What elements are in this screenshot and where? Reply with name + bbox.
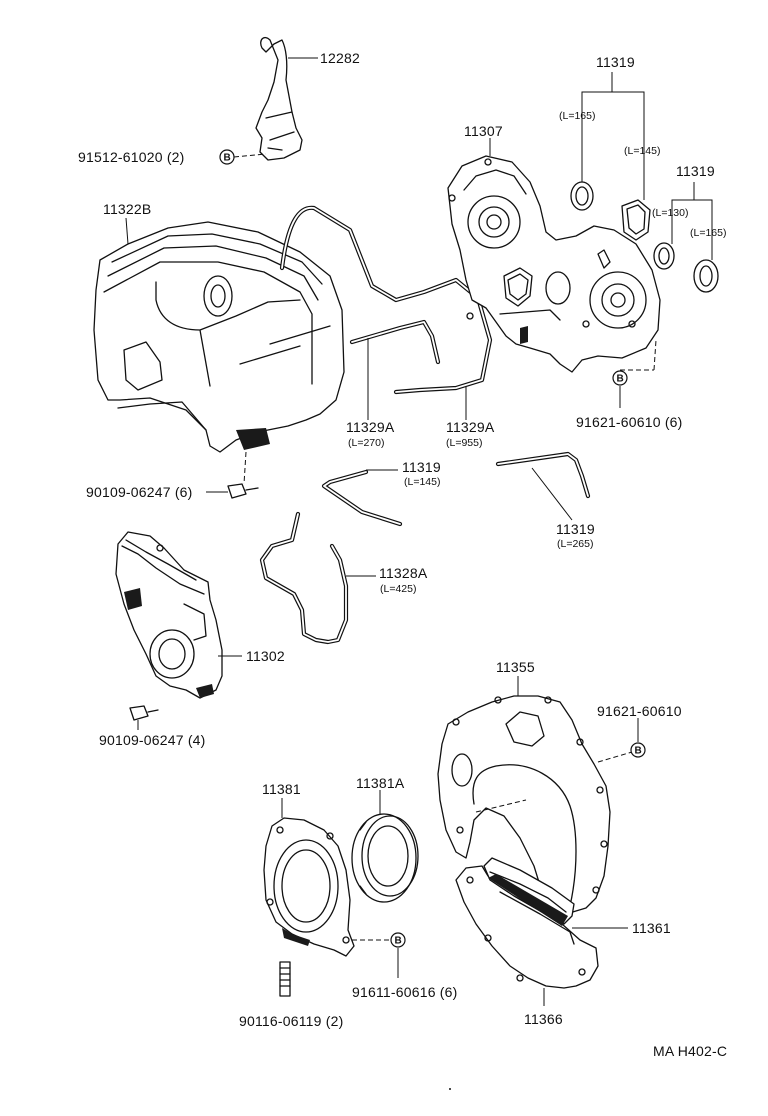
bolt-marker-b-2: B bbox=[612, 370, 628, 386]
bolt-90109-06247-bottom[interactable] bbox=[129, 705, 159, 721]
stud-90116-06119[interactable] bbox=[279, 961, 291, 997]
label-11328a: 11328A bbox=[379, 565, 428, 581]
length-11329a-1: (L=270) bbox=[348, 437, 384, 449]
seal-11319-l265[interactable] bbox=[495, 451, 591, 499]
seal-11329a-l270[interactable] bbox=[349, 319, 441, 365]
label-11319-low: 11319 bbox=[556, 521, 595, 537]
end-plate-11355[interactable] bbox=[437, 695, 611, 915]
gasket-11319-l130[interactable] bbox=[653, 242, 675, 270]
label-90116-06119-2: 90116-06119 (2) bbox=[239, 1013, 343, 1029]
label-11355: 11355 bbox=[496, 659, 535, 675]
oil-seal-11381a[interactable] bbox=[351, 813, 419, 903]
length-11329a-2: (L=955) bbox=[446, 437, 482, 449]
label-11319-top: 11319 bbox=[596, 54, 635, 70]
label-11366: 11366 bbox=[524, 1011, 563, 1027]
length-11328a: (L=425) bbox=[380, 583, 416, 595]
label-91621-60610: 91621-60610 bbox=[597, 703, 682, 719]
timing-belt-cover-11322b[interactable] bbox=[93, 221, 345, 453]
gasket-11319-l165-top[interactable] bbox=[570, 181, 594, 211]
label-11319-mid: 11319 bbox=[402, 459, 441, 475]
label-11329a-2: 11329A bbox=[446, 419, 495, 435]
bracket-11361[interactable] bbox=[483, 857, 575, 945]
diagram-code: MA H402-C bbox=[653, 1043, 727, 1059]
seal-11319-l145-mid[interactable] bbox=[321, 469, 403, 527]
label-12282: 12282 bbox=[320, 50, 360, 66]
length-11319-mid: (L=145) bbox=[404, 476, 440, 488]
length-11319-low: (L=265) bbox=[557, 538, 593, 550]
lower-cover-11302[interactable] bbox=[115, 531, 223, 699]
svg-text:B: B bbox=[635, 746, 642, 757]
label-11361: 11361 bbox=[632, 920, 671, 936]
length-11319-l145: (L=145) bbox=[624, 145, 660, 157]
label-11381a: 11381A bbox=[356, 775, 405, 791]
label-90109-06247-6: 90109-06247 (6) bbox=[86, 484, 193, 500]
bracket-12282[interactable] bbox=[255, 36, 303, 161]
label-11302: 11302 bbox=[246, 648, 285, 664]
label-90109-06247-4: 90109-06247 (4) bbox=[99, 732, 206, 748]
oil-seal-retainer-11381[interactable] bbox=[263, 817, 355, 957]
seal-11328a-l425[interactable] bbox=[259, 511, 349, 645]
label-11322b: 11322B bbox=[103, 201, 151, 217]
speck bbox=[449, 1088, 451, 1090]
svg-text:B: B bbox=[224, 153, 231, 164]
gasket-11319-l145-top[interactable] bbox=[621, 199, 651, 241]
seal-11329a-l955[interactable] bbox=[279, 205, 493, 395]
bolt-marker-b-4: B bbox=[390, 932, 406, 948]
gasket-11319-l165-right[interactable] bbox=[693, 259, 719, 293]
svg-text:B: B bbox=[395, 936, 402, 947]
length-11319-l130: (L=130) bbox=[652, 207, 688, 219]
label-11381: 11381 bbox=[262, 781, 301, 797]
bolt-90109-06247-top[interactable] bbox=[227, 483, 259, 499]
timing-cover-plate-11307[interactable] bbox=[447, 155, 661, 373]
label-11329a-1: 11329A bbox=[346, 419, 395, 435]
bolt-marker-b-3: B bbox=[630, 742, 646, 758]
svg-text:B: B bbox=[617, 374, 624, 385]
label-11307: 11307 bbox=[464, 123, 503, 139]
label-91621-60610-6: 91621-60610 (6) bbox=[576, 414, 683, 430]
length-11319-l165-right: (L=165) bbox=[690, 227, 726, 239]
label-91611-60616-6: 91611-60616 (6) bbox=[352, 984, 457, 1000]
label-91512-61020: 91512-61020 (2) bbox=[78, 149, 185, 165]
length-11319-l165: (L=165) bbox=[559, 110, 595, 122]
label-11319-right: 11319 bbox=[676, 163, 715, 179]
bolt-marker-b-1: B bbox=[219, 149, 235, 165]
